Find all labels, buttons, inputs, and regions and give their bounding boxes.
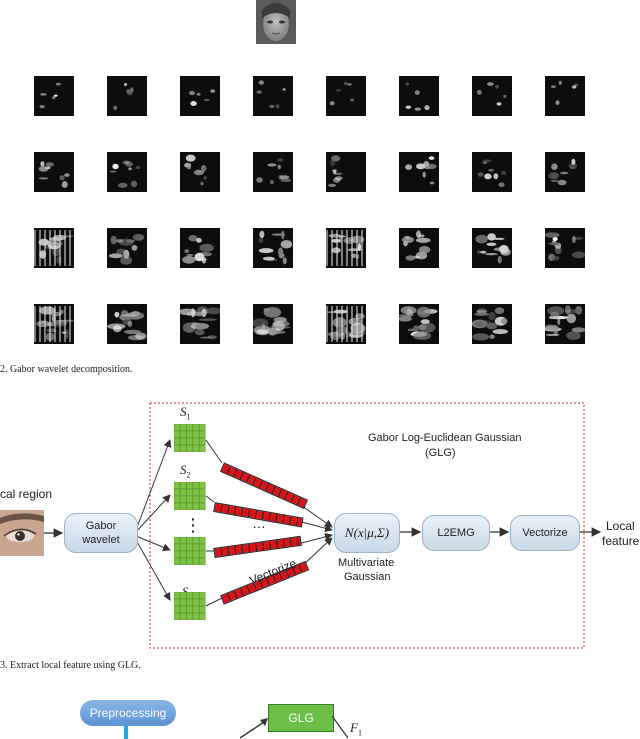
- eye-region-image: [0, 510, 44, 556]
- gabor-tile: [545, 76, 585, 116]
- l2emg-box: L2EMG: [422, 515, 490, 551]
- horizontal-dots: …: [252, 515, 266, 531]
- subband-grid: [174, 482, 206, 510]
- figure2-caption: 2. Gabor wavelet decomposition.: [0, 364, 133, 375]
- gabor-tile: [326, 152, 366, 192]
- subband-grid: [174, 537, 206, 565]
- gabor-tile: [472, 76, 512, 116]
- gabor-tile: [180, 76, 220, 116]
- gaussian-formula: N(x|μ,Σ): [344, 525, 390, 540]
- gabor-tile: [399, 152, 439, 192]
- vectorize-box: Vectorize: [510, 515, 580, 551]
- vectorize-box-label: Vectorize: [522, 527, 568, 539]
- vertical-dots: ⋮: [184, 515, 202, 536]
- glg-title-line2: (GLG): [425, 447, 456, 459]
- face-image: [256, 0, 296, 44]
- subband-grid: [174, 424, 206, 452]
- gabor-tile: [545, 304, 585, 344]
- gabor-tile: [545, 228, 585, 268]
- s2-label: S2: [180, 462, 191, 480]
- gabor-wavelet-box: Gabor wavelet: [64, 513, 138, 553]
- figure3-caption: 3. Extract local feature using GLG.: [0, 660, 141, 671]
- input-region-label: cal region: [0, 487, 53, 501]
- multivariate-label-1: Multivariate: [338, 557, 395, 569]
- preprocessing-label: Preprocessing: [89, 706, 167, 720]
- gabor-tile: [34, 228, 74, 268]
- glg-label: GLG: [288, 711, 314, 725]
- glg-arrow-in: [239, 718, 268, 739]
- gabor-tile: [326, 304, 366, 344]
- gabor-tile: [472, 152, 512, 192]
- gabor-tile: [107, 76, 147, 116]
- gabor-tile: [107, 228, 147, 268]
- glg-arrow-out: [332, 715, 349, 739]
- gabor-tile: [253, 228, 293, 268]
- s1-label: S1: [180, 404, 191, 422]
- gabor-tile: [399, 76, 439, 116]
- multivariate-label-2: Gaussian: [344, 571, 391, 583]
- f1-label: F1: [350, 720, 362, 738]
- gabor-tile: [107, 304, 147, 344]
- gabor-tile: [107, 152, 147, 192]
- gabor-tile: [472, 304, 512, 344]
- output-label-2: feature: [602, 534, 640, 548]
- l2emg-label: L2EMG: [437, 527, 475, 539]
- gabor-wavelet-label: Gabor wavelet: [82, 520, 120, 546]
- gabor-tile: [180, 304, 220, 344]
- gabor-tile: [180, 152, 220, 192]
- gabor-tile: [326, 76, 366, 116]
- preprocessing-box: Preprocessing: [80, 700, 176, 726]
- gabor-tile: [326, 228, 366, 268]
- glg-box: GLG: [268, 704, 334, 732]
- gabor-tile: [180, 228, 220, 268]
- gabor-tile: [253, 76, 293, 116]
- output-label-1: Local: [606, 519, 635, 533]
- glg-dashed-frame: [149, 402, 585, 649]
- subband-grid: [174, 592, 206, 620]
- gaussian-box: N(x|μ,Σ): [334, 513, 400, 553]
- gabor-tile: [399, 304, 439, 344]
- gabor-tile: [399, 228, 439, 268]
- preprocessing-connector: [124, 726, 128, 739]
- glg-title-line1: Gabor Log-Euclidean Gaussian: [368, 432, 522, 444]
- gabor-tile: [253, 152, 293, 192]
- gabor-tile: [34, 152, 74, 192]
- gabor-tile: [545, 152, 585, 192]
- gabor-tile: [34, 304, 74, 344]
- gabor-tile: [34, 76, 74, 116]
- gabor-tile: [253, 304, 293, 344]
- gabor-tile: [472, 228, 512, 268]
